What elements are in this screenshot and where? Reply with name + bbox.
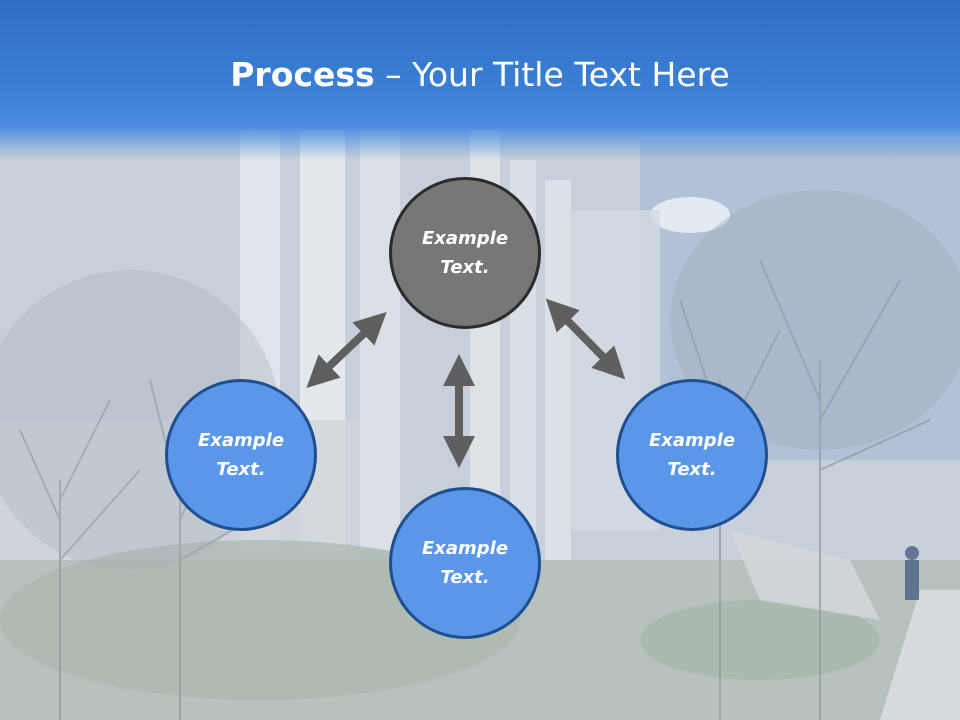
node-right-label: Example Text. <box>648 430 736 480</box>
node-top[interactable]: Example Text. <box>389 177 541 329</box>
node-bottom-label: Example Text. <box>421 538 509 588</box>
title-bold: Process <box>230 55 375 94</box>
arrow-top-right <box>545 298 626 380</box>
slide-title: Process – Your Title Text Here <box>0 52 960 98</box>
node-right[interactable]: Example Text. <box>616 379 768 531</box>
title-rest: – Your Title Text Here <box>374 55 730 94</box>
node-top-label: Example Text. <box>421 228 509 278</box>
node-left[interactable]: Example Text. <box>165 379 317 531</box>
node-left-label: Example Text. <box>197 430 285 480</box>
header-band <box>0 0 960 160</box>
arrow-top-left <box>306 311 387 389</box>
node-bottom[interactable]: Example Text. <box>389 487 541 639</box>
